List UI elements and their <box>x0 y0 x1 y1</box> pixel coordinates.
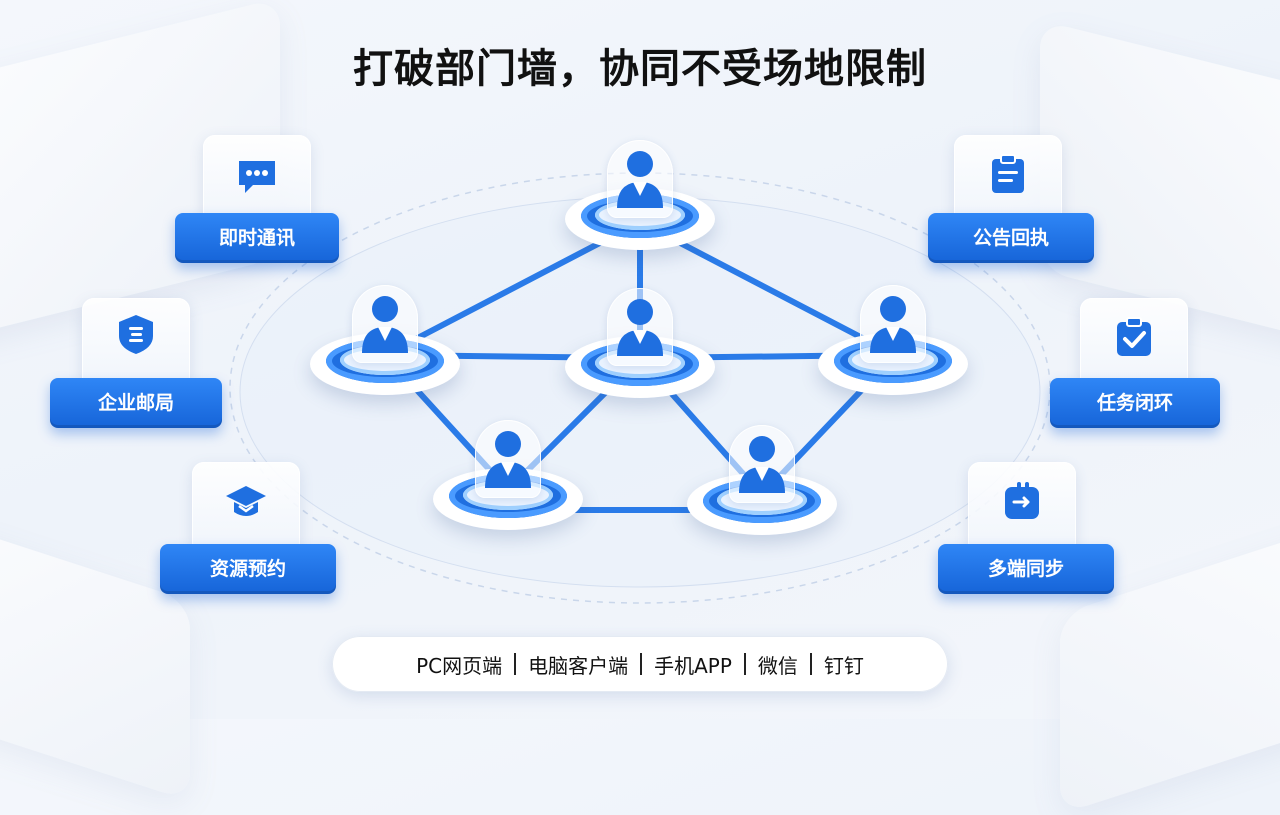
platform-mobile-app: 手机APP <box>654 653 732 678</box>
mail-shield-icon <box>119 315 153 354</box>
feature-label: 资源预约 <box>160 544 336 594</box>
platform-dingtalk: 钉钉 <box>823 653 864 678</box>
person-node[interactable] <box>687 425 837 535</box>
person-node[interactable] <box>433 420 583 530</box>
separator <box>514 653 517 675</box>
user-icon <box>870 296 916 353</box>
platform-wechat: 微信 <box>757 653 798 678</box>
user-icon <box>362 296 408 353</box>
clipboard-icon <box>992 154 1024 193</box>
checklist-icon <box>1117 317 1151 356</box>
user-icon <box>617 299 663 356</box>
feature-label: 多端同步 <box>938 544 1114 594</box>
user-icon <box>485 431 531 488</box>
feature-label: 任务闭环 <box>1050 378 1220 428</box>
feature-label: 企业邮局 <box>50 378 222 428</box>
separator <box>809 653 812 675</box>
chat-bubble-icon <box>239 161 275 193</box>
person-node[interactable] <box>818 285 968 395</box>
sync-device-icon <box>1005 482 1039 519</box>
platform-desktop-client: 电脑客户端 <box>528 653 629 678</box>
feature-label: 即时通讯 <box>175 213 339 263</box>
platform-bar: PC网页端 电脑客户端 手机APP 微信 钉钉 <box>332 636 948 692</box>
feature-label: 公告回执 <box>928 213 1094 263</box>
person-node[interactable] <box>310 285 460 395</box>
user-icon <box>617 151 663 208</box>
platform-pc-web: PC网页端 <box>416 653 503 678</box>
person-node[interactable] <box>565 288 715 398</box>
page-title: 打破部门墙，协同不受场地限制 <box>353 46 927 92</box>
person-node[interactable] <box>565 140 715 250</box>
mortarboard-icon <box>226 486 266 516</box>
user-icon <box>739 436 785 493</box>
separator <box>640 653 643 675</box>
separator <box>743 653 746 675</box>
